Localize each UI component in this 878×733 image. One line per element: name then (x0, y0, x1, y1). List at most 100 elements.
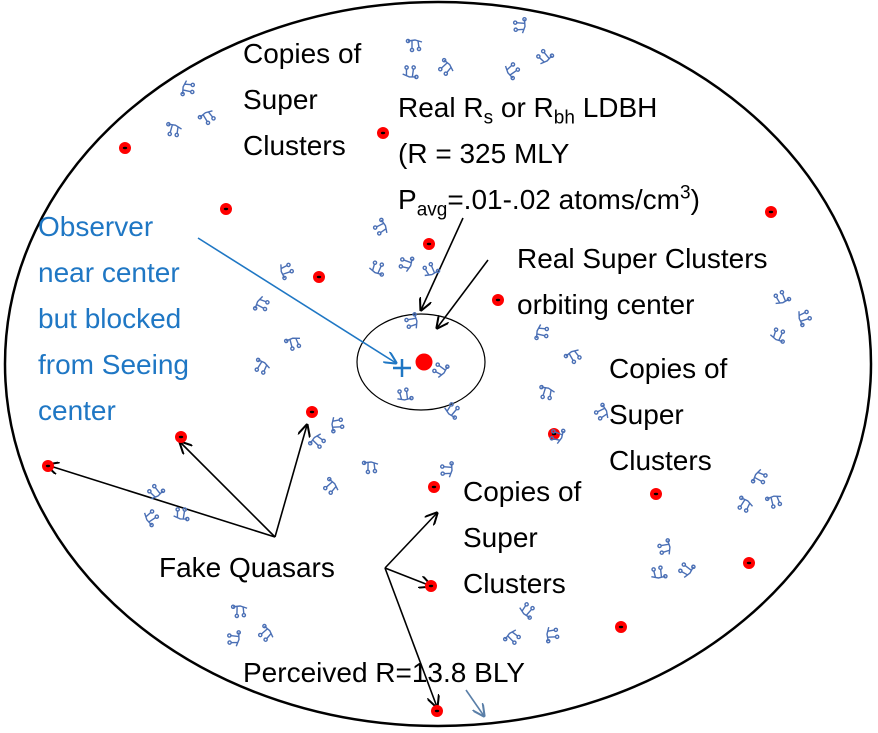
real-super-clusters-line-2: orbiting center (517, 289, 695, 320)
galaxy-node (409, 395, 414, 401)
galaxy-cluster-icon (166, 121, 182, 138)
galaxy-node (405, 38, 411, 44)
galaxy-node (174, 132, 180, 138)
galaxy-node (409, 47, 415, 53)
fake-quasar-arrow-5 (384, 567, 431, 586)
galaxy-node (260, 370, 266, 375)
galaxy-node (338, 417, 344, 423)
copies-bottom-line-2: Super (463, 522, 538, 553)
real-radius-sub-s: s (483, 107, 494, 129)
real-radius-line3-c: ) (690, 184, 700, 215)
galaxy-cluster-icon (593, 402, 609, 421)
galaxy-cluster-icon (512, 16, 527, 34)
galaxy-node (397, 389, 402, 394)
galaxy-cluster-icon (504, 62, 521, 81)
galaxy-cluster-icon (678, 562, 696, 578)
galaxy-node (577, 355, 582, 360)
observer-line-2: near center (38, 257, 180, 288)
galaxy-node (416, 46, 422, 52)
real-radius-sup-3: 3 (679, 182, 691, 204)
galaxy-node (658, 565, 663, 571)
galaxy-node (651, 567, 656, 572)
galaxy-cluster-icon (368, 260, 385, 277)
galaxy-node (321, 438, 326, 444)
red-dot-core (431, 485, 437, 489)
red-dot-core (428, 584, 434, 588)
galaxy-node (530, 605, 535, 611)
galaxy-node (554, 634, 560, 640)
real-radius-boundary (356, 313, 486, 411)
galaxy-node (428, 261, 434, 267)
galaxy-cluster-icon (563, 349, 582, 365)
galaxy-node (211, 116, 216, 121)
galaxy-cluster-icon (280, 262, 295, 281)
red-dot-core (434, 709, 440, 713)
copies-bottom-label: Copies of Super Clusters (463, 469, 581, 607)
galaxy-node (549, 53, 555, 59)
galaxy-cluster-icon (737, 495, 754, 513)
perceived-universe-boundary (3, 0, 873, 728)
galaxy-node (372, 260, 378, 266)
galaxy-node (147, 489, 152, 494)
galaxy-node (678, 568, 683, 574)
galaxy-cluster-icon (798, 309, 812, 328)
galaxy-cluster-icon (405, 38, 423, 53)
galaxy-cluster-icon (173, 507, 190, 522)
galaxy-node (764, 496, 770, 502)
galaxy-node (182, 507, 188, 512)
galaxy-cluster-icon (331, 417, 345, 434)
galaxy-cluster-icon (283, 337, 302, 351)
galaxy-node (804, 309, 809, 315)
fake-quasar-arrow-6 (384, 567, 437, 707)
galaxy-node (184, 516, 190, 522)
red-dot-core (746, 561, 752, 565)
observer-line-4: from Seeing (38, 349, 189, 380)
galaxy-cluster-icon (147, 483, 166, 500)
galaxy-node (737, 505, 743, 510)
galaxy-node (449, 402, 454, 407)
galaxy-node (600, 402, 605, 408)
center-red-dot (415, 353, 433, 371)
galaxy-node (657, 543, 662, 549)
galaxy-node (770, 504, 776, 509)
real-radius-line3-a: P (398, 184, 417, 215)
galaxy-node (149, 522, 154, 528)
galaxy-cluster-icon (227, 630, 242, 647)
observer-line-1: Observer (38, 211, 154, 242)
real-radius-sub-avg: avg (416, 199, 448, 221)
galaxy-node (540, 48, 546, 54)
galaxy-node (432, 368, 437, 374)
galaxy-node (449, 461, 454, 466)
galaxy-node (440, 471, 445, 476)
galaxy-node (409, 256, 415, 262)
copies-right-line-1: Copies of (609, 353, 728, 384)
real-super-clusters-line-1: Real Super Clusters (517, 243, 768, 274)
red-dot-core (618, 625, 624, 629)
galaxy-cluster-icon (230, 604, 248, 619)
galaxy-node (553, 627, 559, 633)
galaxy-node (197, 114, 203, 120)
real-radius-line1-c: LDBH (574, 92, 658, 123)
galaxy-node (339, 424, 345, 430)
galaxy-node (376, 231, 382, 236)
galaxy-node (786, 296, 792, 302)
galaxy-cluster-icon (180, 80, 196, 97)
galaxy-node (773, 293, 779, 299)
galaxy-node (262, 306, 268, 312)
galaxy-node (502, 636, 508, 642)
galaxy-cluster-icon (361, 460, 379, 475)
red-dot-core (316, 275, 322, 279)
real-radius-label: Real Rs or Rbh LDBH (R = 325 MLY Pavg=.0… (398, 85, 700, 223)
galaxy-node (149, 509, 155, 514)
galaxy-node (257, 632, 263, 638)
galaxy-node (551, 429, 556, 434)
galaxy-cluster-icon (397, 387, 414, 401)
galaxy-cluster-icon (372, 217, 388, 236)
galaxy-node (743, 508, 749, 513)
galaxy-node (549, 436, 555, 441)
galaxy-cluster-icon (519, 602, 535, 620)
galaxy-node (234, 613, 240, 619)
galaxy-node (437, 66, 443, 72)
copies-right-line-3: Clusters (609, 445, 712, 476)
